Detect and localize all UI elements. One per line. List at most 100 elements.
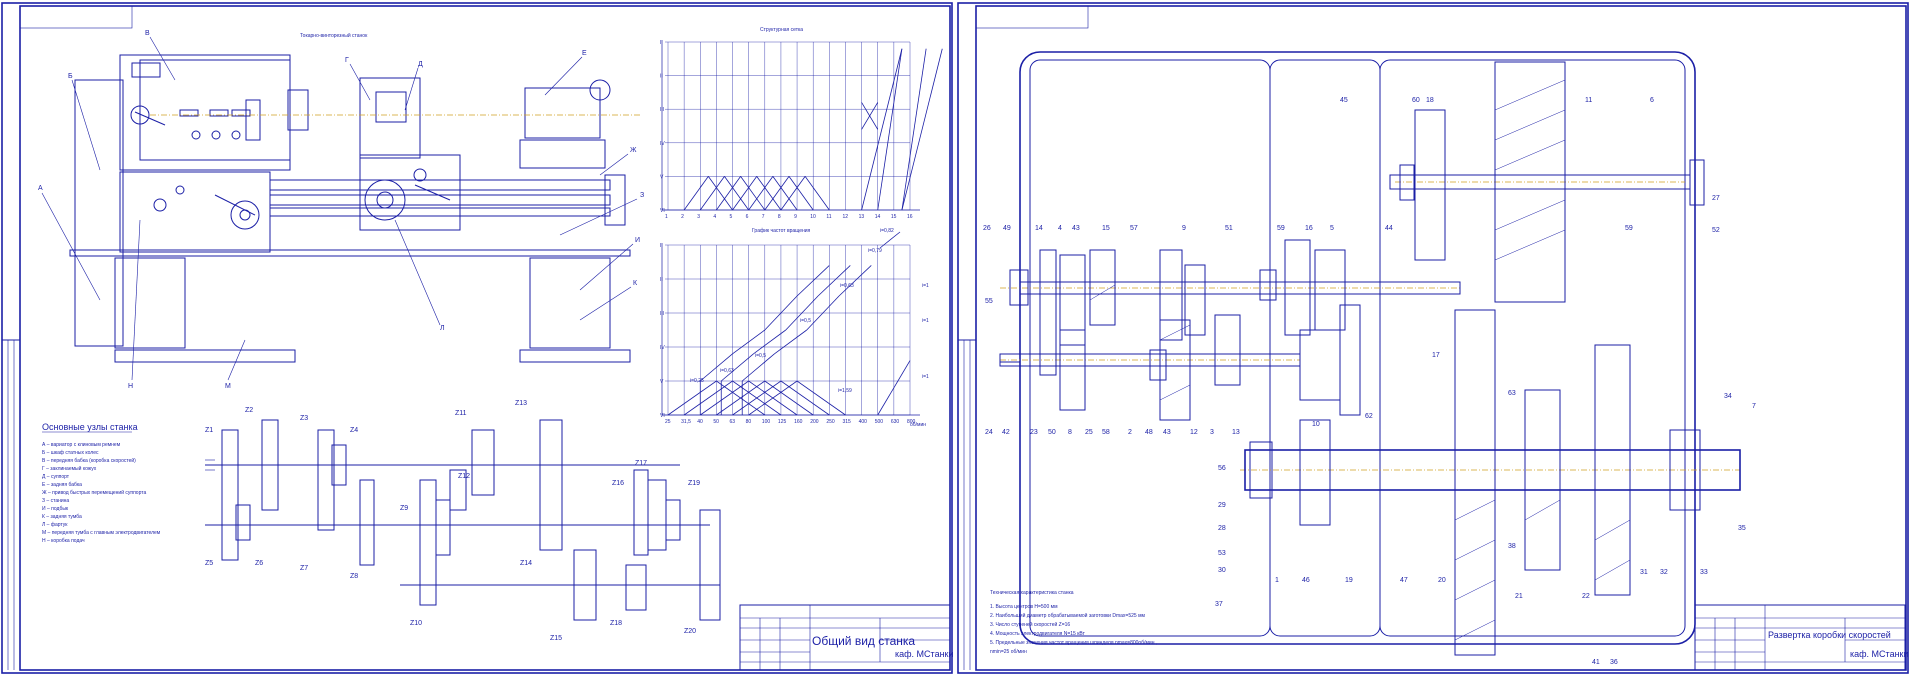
part-number: 12: [1190, 429, 1198, 436]
gear-label: Z10: [410, 620, 422, 627]
part-number: 43: [1072, 225, 1080, 232]
part-numbers: 45 60 18 11 6 27 52 59 26 49 14 4 43 15 …: [983, 97, 1756, 666]
rpm-ray: [796, 265, 830, 297]
structure-grid-title: Структурная сетка: [760, 27, 803, 33]
y-level-label: VI: [660, 208, 665, 214]
part-number: 2: [1128, 429, 1132, 436]
structure-ray: [732, 176, 758, 211]
y-level-label: II: [660, 74, 663, 80]
x-tick-label: 400: [859, 419, 868, 425]
part-number: 38: [1508, 543, 1516, 550]
part-number: 36: [1610, 659, 1618, 666]
part-number: 55: [985, 298, 993, 305]
gear-label: Z2: [245, 407, 253, 414]
legend-item-d: Д – суппорт: [42, 474, 70, 480]
tech-line: nmin=25 об/мин: [990, 649, 1027, 655]
part-number: 21: [1515, 593, 1523, 600]
x-tick-label: 3: [697, 214, 700, 220]
gear-label: Z3: [300, 415, 308, 422]
y-level-label: II: [660, 277, 663, 283]
letter-n: Н: [128, 383, 133, 390]
part-number: 26: [983, 225, 991, 232]
part-number: 29: [1218, 502, 1226, 509]
right-sheet-frame: [957, 2, 1909, 674]
structure-ray: [699, 176, 725, 211]
x-tick-label: 14: [875, 214, 881, 220]
tech-line: 4. Мощность электродвигателя N=15 кВт: [990, 631, 1086, 637]
structure-ray: [804, 176, 830, 211]
x-tick-label: 63: [730, 419, 736, 425]
x-tick-label: 50: [713, 419, 719, 425]
structure-ray: [756, 176, 782, 211]
part-number: 49: [1003, 225, 1011, 232]
part-number: 23: [1030, 429, 1038, 436]
part-number: 1: [1275, 577, 1279, 584]
structure-ray: [772, 176, 798, 211]
gear-label: Z7: [300, 565, 308, 572]
x-tick-label: 40: [697, 419, 703, 425]
x-tick-label: 100: [762, 419, 771, 425]
structure-ray: [877, 48, 903, 211]
tech-title: Техническая характеристика станка: [990, 590, 1074, 596]
part-number: 16: [1305, 225, 1313, 232]
part-number: 58: [1102, 429, 1110, 436]
part-number: 34: [1724, 393, 1732, 400]
y-level-label: VI: [660, 413, 665, 419]
part-number: 41: [1592, 659, 1600, 666]
x-tick-label: 31,5: [681, 419, 691, 425]
letter-g: Г: [345, 57, 349, 64]
x-tick-label: 6: [746, 214, 749, 220]
rpm-ray: [785, 295, 819, 331]
gear-label: Z13: [515, 400, 527, 407]
tech-line: 2. Наибольший диаметр обрабатываемой заг…: [990, 612, 1146, 619]
left-dept: каф. МСтанки: [895, 649, 954, 659]
legend-item-v: В – передняя бабка (коробка скоростей): [42, 457, 136, 464]
rpm-annotation: i=0,5: [755, 353, 766, 359]
rpm-annotation: i=1: [922, 374, 929, 380]
letter-d: Д: [418, 61, 423, 68]
gear-label: Z12: [458, 473, 470, 480]
gear-label: Z9: [400, 505, 408, 512]
structure-ray: [861, 48, 903, 211]
part-number: 19: [1345, 577, 1353, 584]
rpm-annotation: i=1: [922, 283, 929, 289]
gear-label: Z14: [520, 560, 532, 567]
y-level-label: I: [660, 243, 661, 249]
part-number: 11: [1585, 97, 1592, 104]
lathe-general-view: [69, 54, 640, 363]
structure-ray: [748, 176, 774, 211]
gear-label: Z20: [684, 628, 696, 635]
rpm-annotation: i=0,25: [690, 378, 704, 384]
rpm-annotation: i=1: [922, 318, 929, 324]
part-number: 5: [1330, 225, 1334, 232]
part-number: 35: [1738, 525, 1746, 532]
legend-item-n: Н – коробка подач: [42, 538, 85, 544]
rpm-ray: [877, 360, 911, 416]
rpm-ray: [796, 380, 846, 416]
x-tick-label: 800: [907, 419, 916, 425]
letter-b: Б: [68, 73, 73, 80]
structure-ray: [780, 176, 806, 211]
tech-line: 5. Предельные значения частот вращения ш…: [990, 640, 1157, 646]
rpm-ray: [764, 380, 814, 416]
part-number: 13: [1232, 429, 1240, 436]
x-tick-label: 15: [891, 214, 897, 220]
part-number: 33: [1700, 569, 1708, 576]
rpm-ray: [720, 353, 754, 382]
part-number: 63: [1508, 390, 1516, 397]
rpm-ray: [753, 329, 787, 355]
legend-item-i: И – подбык: [42, 506, 69, 512]
rpm-annotation: i=1,59: [838, 388, 852, 394]
part-number: 27: [1712, 195, 1720, 202]
part-number: 9: [1182, 225, 1186, 232]
rpm-ray: [732, 329, 766, 355]
rpm-ray: [817, 265, 851, 297]
gear-label: Z19: [688, 480, 700, 487]
left-drawing-name: Общий вид станка: [812, 634, 915, 648]
gear-label: Z15: [550, 635, 562, 642]
part-number: 53: [1218, 550, 1226, 557]
rpm-ray: [732, 380, 782, 416]
part-number: 7: [1752, 403, 1756, 410]
tech-line: 1. Высота центров Н=500 мм: [990, 604, 1058, 610]
